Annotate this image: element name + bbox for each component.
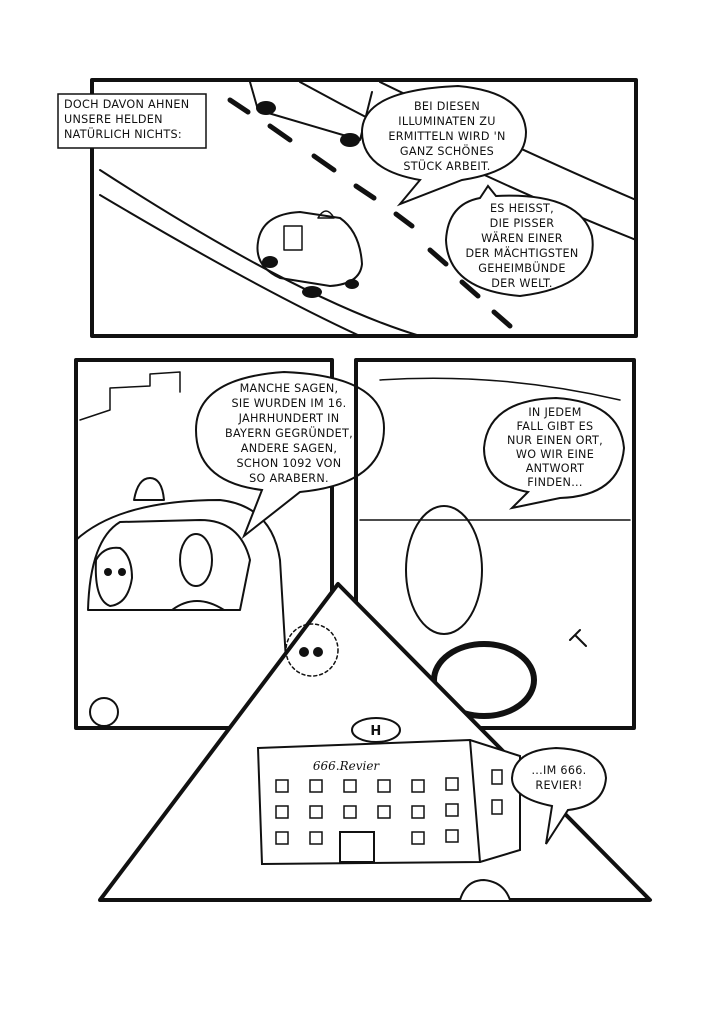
all-seeing-eye-icon	[285, 623, 339, 677]
bubble-line: ILLUMINATEN ZU	[398, 115, 495, 128]
panel-1: DOCH DAVON AHNEN UNSERE HELDEN NATÜRLICH…	[57, 78, 638, 338]
speech-bubble-1: BEI DIESEN ILLUMINATEN ZU ERMITTELN WIRD…	[360, 84, 528, 207]
bubble-line: WÄREN EINER	[481, 232, 563, 245]
speech-bubble-3: MANCHE SAGEN, SIE WURDEN IM 16. JAHRHUND…	[194, 370, 386, 540]
headlight-icon	[89, 697, 119, 727]
helipad	[351, 717, 401, 743]
speech-bubble-4: IN JEDEM FALL GIBT ES NUR EINEN ORT, WO …	[482, 396, 626, 510]
peeking-character	[459, 878, 511, 901]
bubble-line: REVIER!	[535, 779, 582, 792]
bubble-line: MANCHE SAGEN,	[240, 382, 339, 395]
key-icon	[569, 629, 587, 647]
siren-icon	[133, 477, 165, 501]
skyline	[79, 371, 181, 421]
speech-bubble-5: ...IM 666. REVIER!	[510, 746, 608, 845]
building-windows	[275, 769, 503, 845]
character-driver	[94, 546, 133, 607]
bubble-line: DER WELT.	[491, 277, 553, 290]
character-passenger	[171, 533, 225, 611]
headrest	[405, 505, 483, 635]
car-body	[75, 499, 291, 729]
car-window	[87, 519, 251, 611]
bubble-line: SCHON 1092 VON	[237, 457, 342, 470]
building-door	[339, 831, 375, 863]
bubble-line: FALL GIBT ES	[517, 420, 594, 433]
panel-2-frame	[74, 358, 334, 730]
police-building: 666.Revier H	[256, 717, 521, 866]
siren-icon	[317, 210, 335, 219]
truck	[249, 81, 373, 147]
panel-4: 666.Revier H ...IM 666. REVIER!	[98, 582, 652, 902]
bubble-line: DER MÄCHTIGSTEN	[465, 247, 578, 260]
bubble-line: DIE PISSER	[490, 217, 555, 230]
building-sign: 666.Revier	[313, 759, 381, 773]
bubble-line: BAYERN GEGRÜNDET,	[225, 427, 353, 440]
panel-1-frame	[90, 78, 638, 338]
caption-line: UNSERE HELDEN	[64, 113, 163, 126]
bubble-line: ...IM 666.	[531, 764, 586, 777]
speech-bubble-2: ES HEISST, DIE PISSER WÄREN EINER DER MÄ…	[444, 184, 594, 298]
bubble-line: ANDERE SAGEN,	[241, 442, 337, 455]
bubble-line: NUR EINEN ORT,	[507, 434, 603, 447]
bubble-line: STÜCK ARBEIT.	[403, 160, 490, 173]
bubble-line: BEI DIESEN	[414, 100, 480, 113]
caption-line: DOCH DAVON AHNEN	[64, 98, 189, 111]
bubble-line: JAHRHUNDERT IN	[238, 412, 340, 425]
road-edge-left	[99, 169, 421, 337]
bubble-line: ES HEISST,	[490, 202, 554, 215]
bubble-line: IN JEDEM	[528, 406, 581, 419]
bubble-line: ANTWORT	[526, 462, 585, 475]
caption-box: DOCH DAVON AHNEN UNSERE HELDEN NATÜRLICH…	[57, 93, 207, 149]
bubble-line: SIE WURDEN IM 16.	[231, 397, 346, 410]
bubble-line: SO ARABERN.	[249, 472, 329, 485]
bubble-line: FINDEN...	[527, 476, 583, 489]
police-car	[256, 210, 363, 298]
panel-3: IN JEDEM FALL GIBT ES NUR EINEN ORT, WO …	[354, 358, 636, 730]
caption-line: NATÜRLICH NICHTS:	[64, 128, 182, 141]
panel-3-frame	[354, 358, 636, 730]
lane-dashes	[227, 97, 513, 329]
bubble-line: WO WIR EINE	[516, 448, 594, 461]
bubble-line: ERMITTELN WIRD 'N	[388, 130, 505, 143]
bubble-line: GANZ SCHÖNES	[400, 145, 494, 158]
helipad-letter: H	[370, 724, 381, 739]
bubble-line: GEHEIMBÜNDE	[478, 262, 565, 275]
panel-2: MANCHE SAGEN, SIE WURDEN IM 16. JAHRHUND…	[74, 358, 386, 730]
